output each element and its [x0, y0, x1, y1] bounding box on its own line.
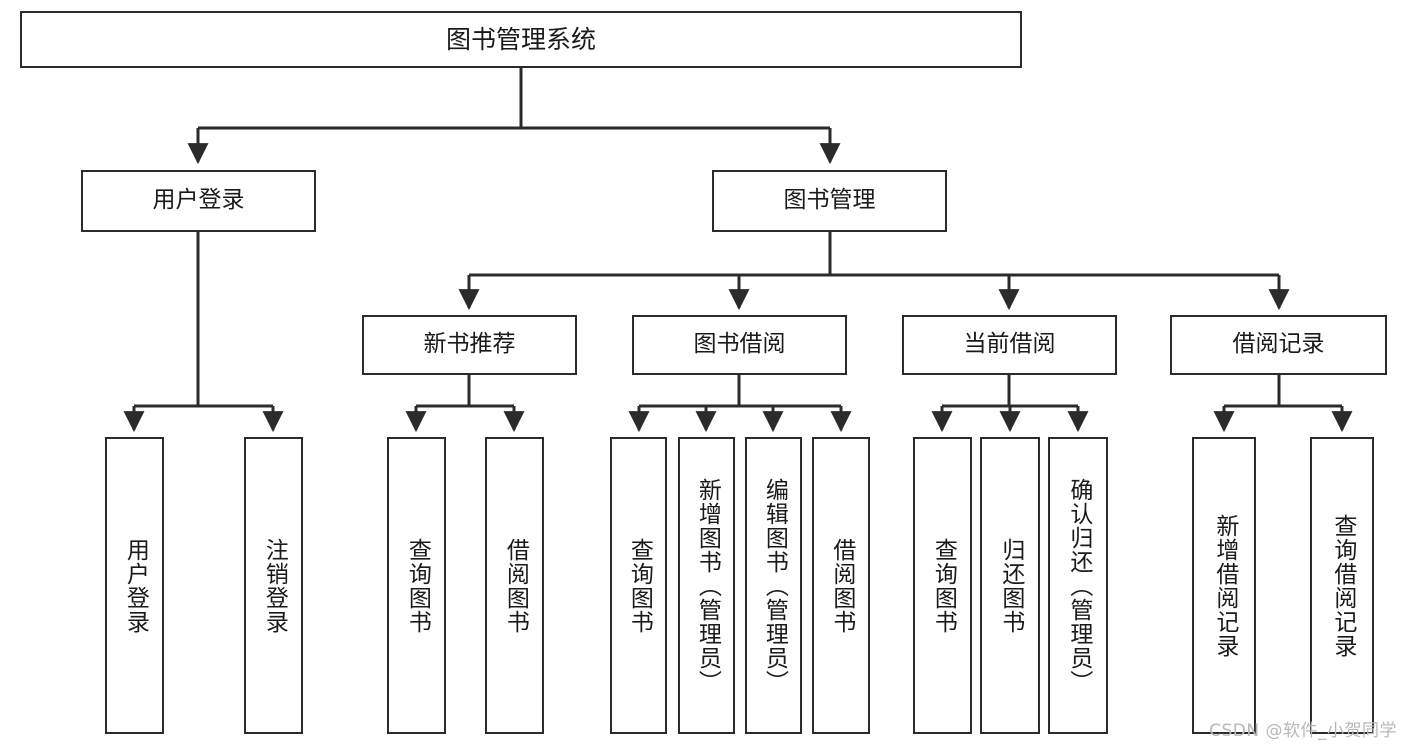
- node-leaf-borrow-books[interactable]: 借阅图书: [812, 437, 870, 734]
- node-leaf-query-books-current[interactable]: 查询图书: [913, 437, 972, 734]
- node-leaf-add-borrow-record[interactable]: 新增借阅记录: [1192, 437, 1256, 734]
- node-label: 查询图书: [930, 537, 957, 634]
- node-label: 用户登录: [122, 537, 149, 634]
- node-label: 图书管理系统: [445, 24, 596, 54]
- watermark-text: CSDN @软件_小贺同学: [1209, 721, 1397, 741]
- node-label: 借阅图书: [828, 537, 855, 634]
- node-label: 新增借阅记录: [1211, 513, 1238, 658]
- node-book-borrowing[interactable]: 图书借阅: [632, 315, 847, 375]
- node-label: 图书借阅: [693, 331, 786, 358]
- node-label: 归还图书: [997, 537, 1024, 634]
- node-leaf-logout[interactable]: 注销登录: [244, 437, 303, 734]
- node-label: 借阅记录: [1232, 331, 1325, 358]
- node-user-login[interactable]: 用户登录: [81, 170, 316, 232]
- node-label: 确认归还（管理员）: [1065, 477, 1092, 694]
- node-leaf-user-login[interactable]: 用户登录: [105, 437, 164, 734]
- node-leaf-add-book-admin[interactable]: 新增图书（管理员）: [678, 437, 735, 734]
- node-label: 当前借阅: [963, 331, 1056, 358]
- node-label: 新书推荐: [423, 331, 516, 358]
- node-label: 图书管理: [783, 187, 876, 214]
- node-label: 新增图书（管理员）: [694, 477, 721, 694]
- node-root-system[interactable]: 图书管理系统: [20, 11, 1022, 68]
- node-leaf-query-books-borrowing[interactable]: 查询图书: [610, 437, 667, 734]
- node-label: 用户登录: [152, 187, 245, 214]
- node-label: 借阅图书: [502, 537, 529, 634]
- node-leaf-borrow-books-recommend[interactable]: 借阅图书: [485, 437, 544, 734]
- node-new-book-recommendation[interactable]: 新书推荐: [362, 315, 577, 375]
- node-label: 注销登录: [261, 537, 288, 634]
- node-label: 编辑图书（管理员）: [761, 477, 788, 694]
- node-borrow-records[interactable]: 借阅记录: [1170, 315, 1387, 375]
- node-current-borrowing[interactable]: 当前借阅: [902, 315, 1117, 375]
- node-leaf-query-books-recommend[interactable]: 查询图书: [387, 437, 446, 734]
- node-book-management[interactable]: 图书管理: [712, 170, 947, 232]
- node-leaf-edit-book-admin[interactable]: 编辑图书（管理员）: [745, 437, 802, 734]
- node-label: 查询借阅记录: [1329, 513, 1356, 658]
- node-leaf-confirm-return-admin[interactable]: 确认归还（管理员）: [1048, 437, 1108, 734]
- node-label: 查询图书: [404, 537, 431, 634]
- node-leaf-query-borrow-record[interactable]: 查询借阅记录: [1310, 437, 1374, 734]
- node-leaf-return-books[interactable]: 归还图书: [980, 437, 1040, 734]
- node-label: 查询图书: [626, 537, 653, 634]
